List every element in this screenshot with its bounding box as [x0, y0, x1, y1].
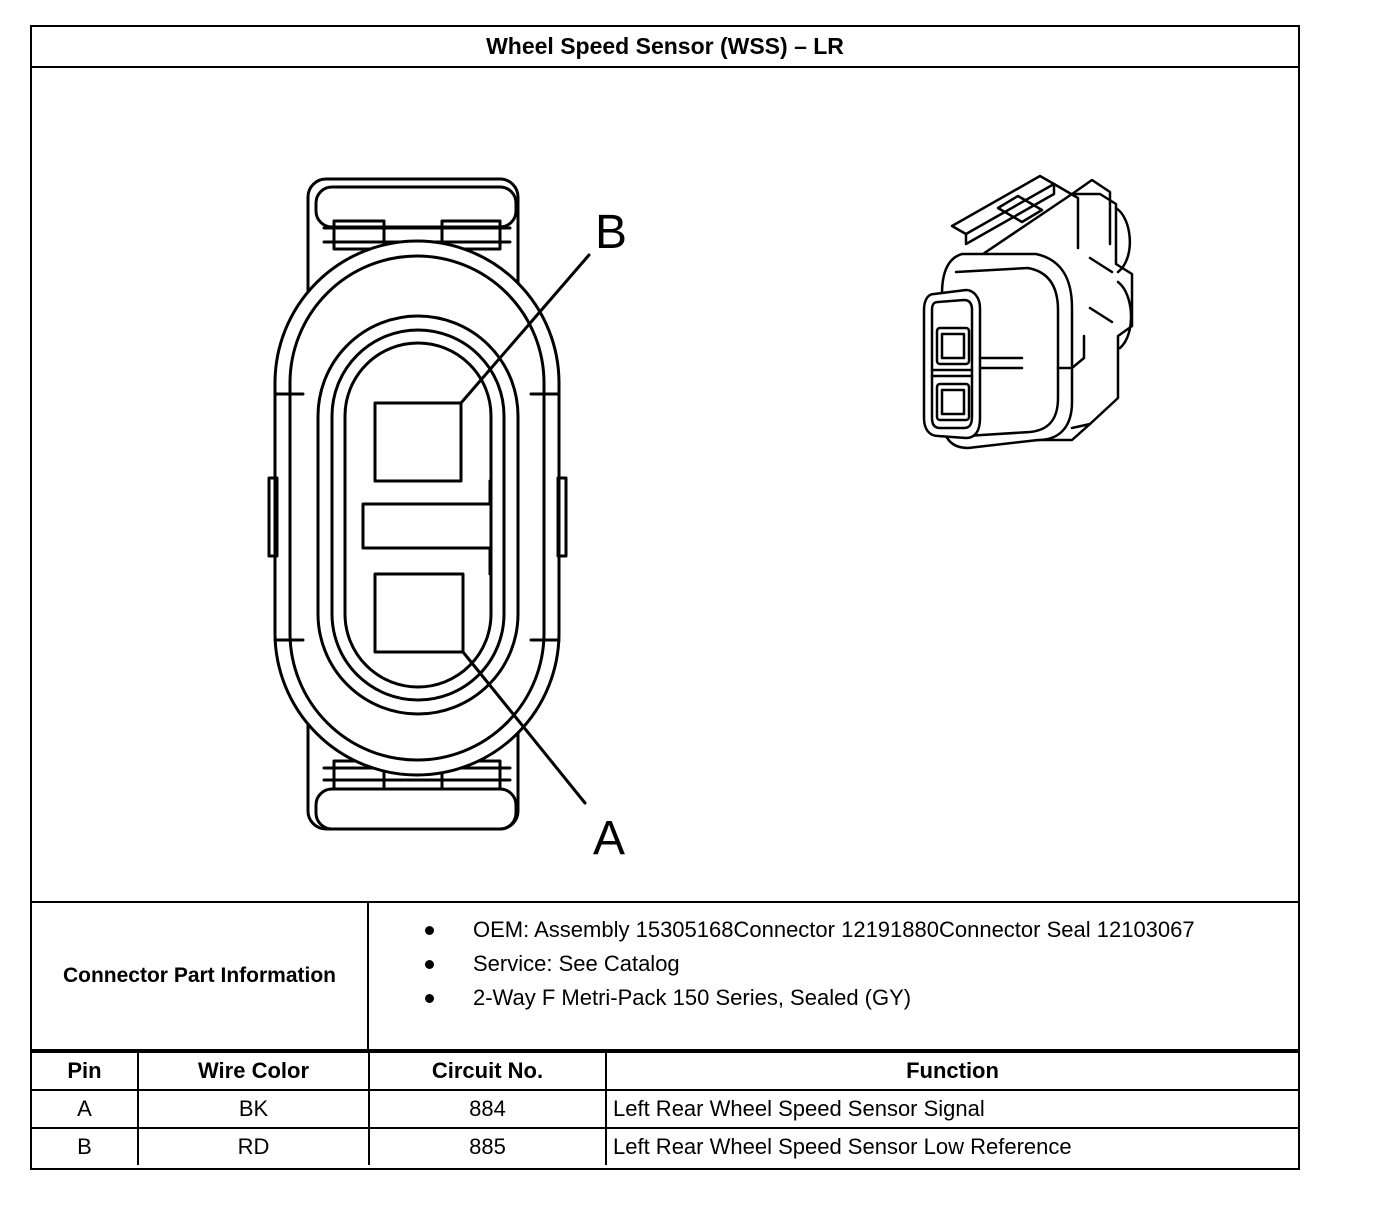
cell-function: Left Rear Wheel Speed Sensor Low Referen…	[605, 1127, 1298, 1165]
pin-b-cavity	[373, 401, 463, 483]
inner-seal-outer	[316, 314, 520, 716]
top-latch-slot-right	[440, 219, 502, 251]
pin-b-leader-line	[459, 253, 591, 405]
iso-cavity-bottom	[935, 382, 971, 422]
connector-part-info-list: OEM: Assembly 15305168Connector 12191880…	[369, 903, 1298, 1049]
diagram-area: B A	[32, 68, 1298, 902]
pin-a-cavity	[373, 572, 465, 654]
cell-pin: A	[32, 1089, 139, 1129]
iso-cavity-top	[935, 326, 971, 366]
sheet-title: Wheel Speed Sensor (WSS) – LR	[32, 27, 1298, 68]
bullet-icon	[425, 926, 434, 935]
cell-function: Left Rear Wheel Speed Sensor Signal	[605, 1089, 1298, 1129]
pin-a-label: A	[593, 812, 625, 865]
cell-pin: B	[32, 1127, 139, 1165]
connector-part-info-label: Connector Part Information	[32, 903, 369, 1049]
table-row: B RD 885 Left Rear Wheel Speed Sensor Lo…	[32, 1127, 1298, 1165]
bullet-icon	[425, 960, 434, 969]
info-item-service-text: Service: See Catalog	[473, 951, 680, 976]
info-item-oem-text: OEM: Assembly 15305168Connector 12191880…	[473, 917, 1195, 942]
header-function: Function	[605, 1051, 1298, 1090]
info-item-type: 2-Way F Metri-Pack 150 Series, Sealed (G…	[369, 983, 1298, 1013]
connector-sheet: Wheel Speed Sensor (WSS) – LR	[30, 25, 1300, 1170]
inner-seal-inner	[330, 328, 506, 702]
header-circuit-no: Circuit No.	[368, 1051, 607, 1090]
table-row: A BK 884 Left Rear Wheel Speed Sensor Si…	[32, 1089, 1298, 1129]
connector-face-view	[267, 177, 591, 831]
pin-table: Pin Wire Color Circuit No. Function A BK…	[32, 1051, 1298, 1165]
cell-circuit-no: 884	[368, 1089, 607, 1129]
right-side-tab	[556, 476, 568, 558]
pin-a-leader-line	[461, 650, 587, 805]
info-item-oem: OEM: Assembly 15305168Connector 12191880…	[369, 915, 1298, 945]
connector-isometric-view	[922, 174, 1134, 450]
center-polarization-key	[361, 479, 492, 576]
cell-wire-color: BK	[137, 1089, 370, 1129]
outer-seal-inner-edge	[288, 254, 546, 762]
bullet-icon	[425, 994, 434, 1003]
header-pin: Pin	[32, 1051, 139, 1090]
connector-face-diagram: B A	[267, 174, 1134, 865]
bottom-latch	[314, 787, 518, 831]
cell-wire-color: RD	[137, 1127, 370, 1165]
info-item-type-text: 2-Way F Metri-Pack 150 Series, Sealed (G…	[473, 985, 912, 1010]
header-wire-color: Wire Color	[137, 1051, 370, 1090]
info-item-service: Service: See Catalog	[369, 949, 1298, 979]
pin-table-header-row: Pin Wire Color Circuit No. Function	[32, 1051, 1298, 1090]
pin-b-label: B	[595, 206, 627, 259]
left-side-tab	[267, 476, 279, 558]
connector-part-info: Connector Part Information OEM: Assembly…	[32, 901, 1298, 1051]
top-latch-slot-left	[332, 219, 386, 251]
terminal-cavity-wall	[343, 341, 493, 689]
cell-circuit-no: 885	[368, 1127, 607, 1165]
